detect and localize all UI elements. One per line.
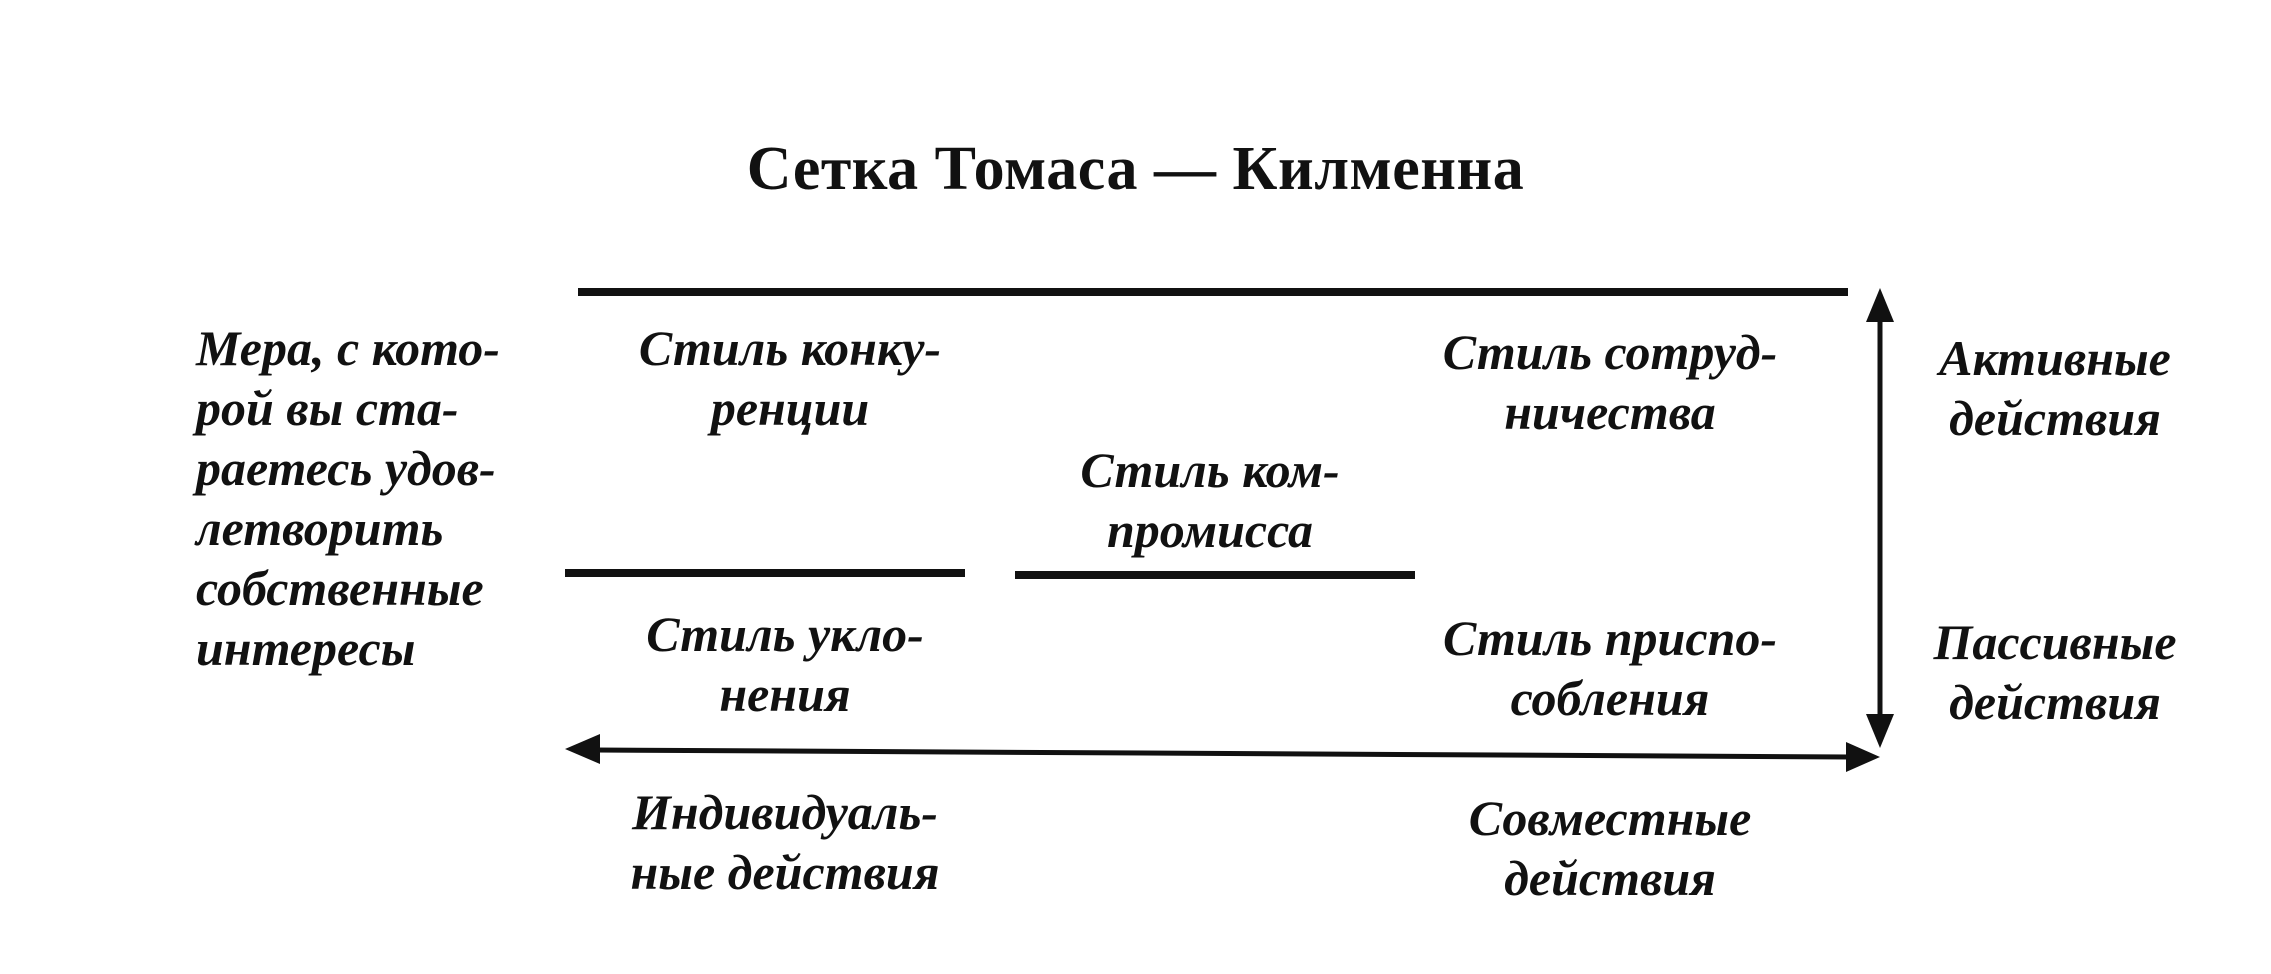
avoidance-style-label: Стиль укло- нения <box>590 604 980 724</box>
y-axis-description-line: раетесь удов- <box>196 440 496 496</box>
top-rule <box>578 288 1848 296</box>
y-axis-description-line: собственные <box>196 560 484 616</box>
accommodation-line: Стиль приспо- <box>1442 610 1778 666</box>
accommodation-style-label: Стиль приспо- собления <box>1410 608 1810 728</box>
collaboration-style-label: Стиль сотруд- ничества <box>1400 322 1820 442</box>
joint-actions-line: действия <box>1504 850 1716 906</box>
collaboration-line: ничества <box>1504 384 1716 440</box>
active-actions-line: действия <box>1949 390 2161 446</box>
accommodation-line: собления <box>1510 670 1710 726</box>
passive-actions-line: действия <box>1949 674 2161 730</box>
middle-rule-left <box>565 569 965 577</box>
vertical-axis-arrowhead-down <box>1866 714 1894 748</box>
y-axis-description-line: рой вы ста- <box>196 380 459 436</box>
individual-actions-line: ные действия <box>630 844 940 900</box>
passive-actions-line: Пассивные <box>1933 614 2177 670</box>
avoidance-line: нения <box>719 666 851 722</box>
joint-actions-line: Совместные <box>1468 790 1752 846</box>
horizontal-axis-line <box>594 747 1851 760</box>
compromise-style-label: Стиль ком- промисса <box>1020 440 1400 560</box>
competition-line: ренции <box>710 380 870 436</box>
competition-style-label: Стиль конку- ренции <box>590 318 990 438</box>
individual-actions-label: Индивидуаль- ные действия <box>580 782 990 902</box>
active-actions-label: Активные действия <box>1900 328 2210 448</box>
y-axis-description-line: летворить <box>196 500 444 556</box>
individual-actions-line: Индивидуаль- <box>632 784 938 840</box>
vertical-axis-arrowhead-up <box>1866 288 1894 322</box>
y-axis-description-line: Мера, с кото- <box>196 320 500 376</box>
middle-rule-right <box>1015 571 1415 579</box>
horizontal-axis-arrowhead-left <box>565 734 600 764</box>
collaboration-line: Стиль сотруд- <box>1442 324 1778 380</box>
avoidance-line: Стиль укло- <box>646 606 924 662</box>
passive-actions-label: Пассивные действия <box>1900 612 2210 732</box>
horizontal-axis-arrowhead-right <box>1846 742 1880 772</box>
compromise-line: промисса <box>1106 502 1314 558</box>
active-actions-line: Активные <box>1939 330 2171 386</box>
diagram-title: Сетка Томаса — Килменна <box>746 135 1525 203</box>
y-axis-description: Мера, с кото- рой вы ста- раетесь удов- … <box>196 318 500 678</box>
y-axis-description-line: интересы <box>196 620 416 676</box>
joint-actions-label: Совместные действия <box>1420 788 1800 908</box>
compromise-line: Стиль ком- <box>1080 442 1340 498</box>
competition-line: Стиль конку- <box>638 320 942 376</box>
